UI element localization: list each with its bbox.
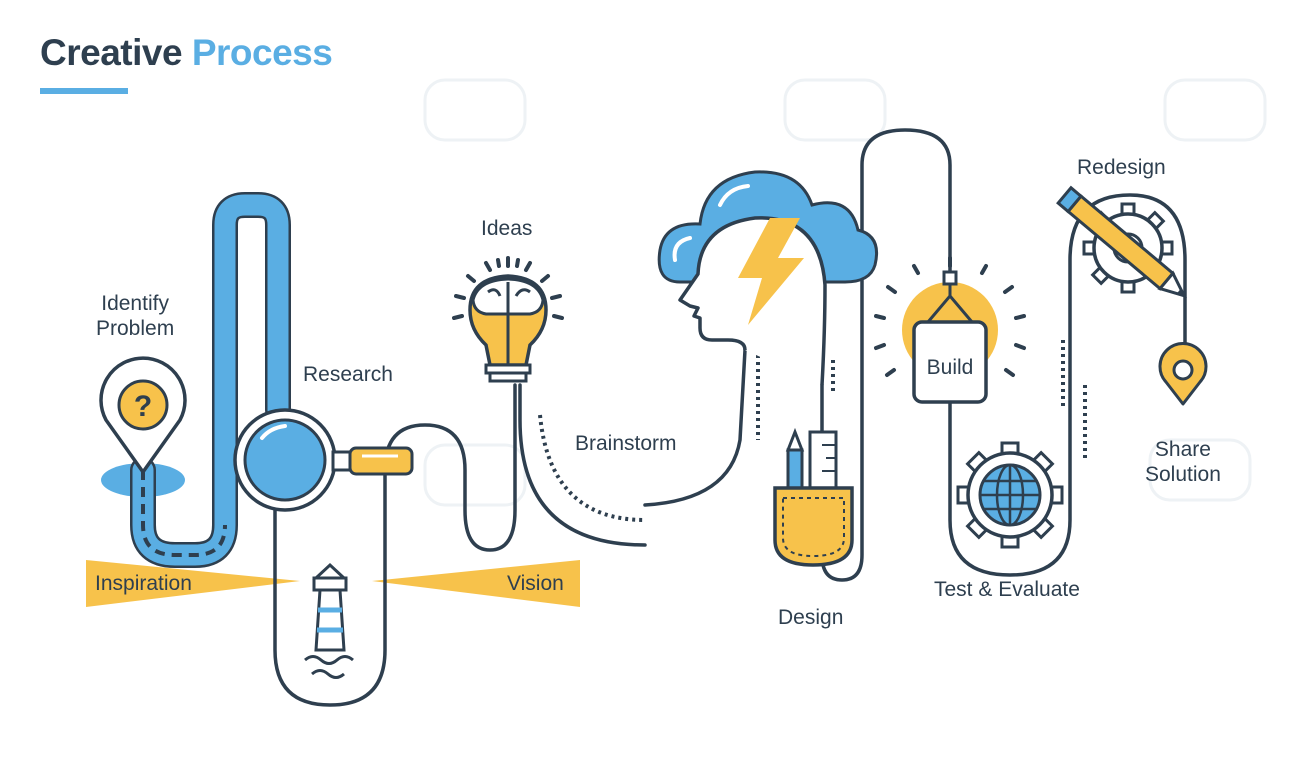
title-word-creative: Creative bbox=[40, 32, 183, 73]
label-share-solution-line2: Solution bbox=[1145, 463, 1221, 487]
label-identify-problem: Identify Problem bbox=[96, 291, 174, 341]
label-build: Build bbox=[926, 356, 974, 379]
main-path bbox=[273, 383, 647, 707]
gear-globe-icon bbox=[956, 441, 1064, 549]
label-design: Design bbox=[778, 606, 844, 629]
lightbulb-brain-icon bbox=[452, 256, 564, 383]
map-pin-icon: ? bbox=[99, 356, 187, 474]
label-research: Research bbox=[303, 363, 393, 386]
label-identify-problem-line2: Problem bbox=[96, 317, 175, 341]
location-pin-icon bbox=[1158, 342, 1208, 406]
label-brainstorm: Brainstorm bbox=[575, 432, 677, 455]
inspiration-beam bbox=[86, 560, 300, 607]
label-test-evaluate: Test & Evaluate bbox=[934, 578, 1080, 601]
magnifier-icon bbox=[233, 408, 414, 512]
main-path-3 bbox=[948, 193, 1187, 577]
lighthouse-icon bbox=[304, 562, 354, 679]
gear-pencil-icon bbox=[1056, 185, 1187, 299]
label-redesign: Redesign bbox=[1077, 156, 1166, 179]
lightning-icon bbox=[738, 218, 804, 325]
question-mark: ? bbox=[134, 390, 152, 423]
title-word-process: Process bbox=[191, 32, 333, 73]
label-share-solution-line1: Share bbox=[1154, 438, 1211, 461]
page-title: Creative Process bbox=[40, 32, 333, 74]
main-path-2 bbox=[643, 128, 952, 582]
title-underline bbox=[40, 88, 128, 94]
label-vision: Vision bbox=[507, 572, 564, 595]
label-ideas: Ideas bbox=[481, 217, 533, 240]
label-share-solution: Share Solution bbox=[1145, 437, 1221, 487]
vision-beam bbox=[372, 560, 580, 607]
build-sign-icon bbox=[874, 256, 1026, 404]
watermark bbox=[423, 78, 1267, 507]
pocket-tools-icon bbox=[773, 427, 854, 567]
label-identify-problem-line1: Identify bbox=[101, 292, 169, 315]
label-inspiration: Inspiration bbox=[95, 572, 192, 595]
